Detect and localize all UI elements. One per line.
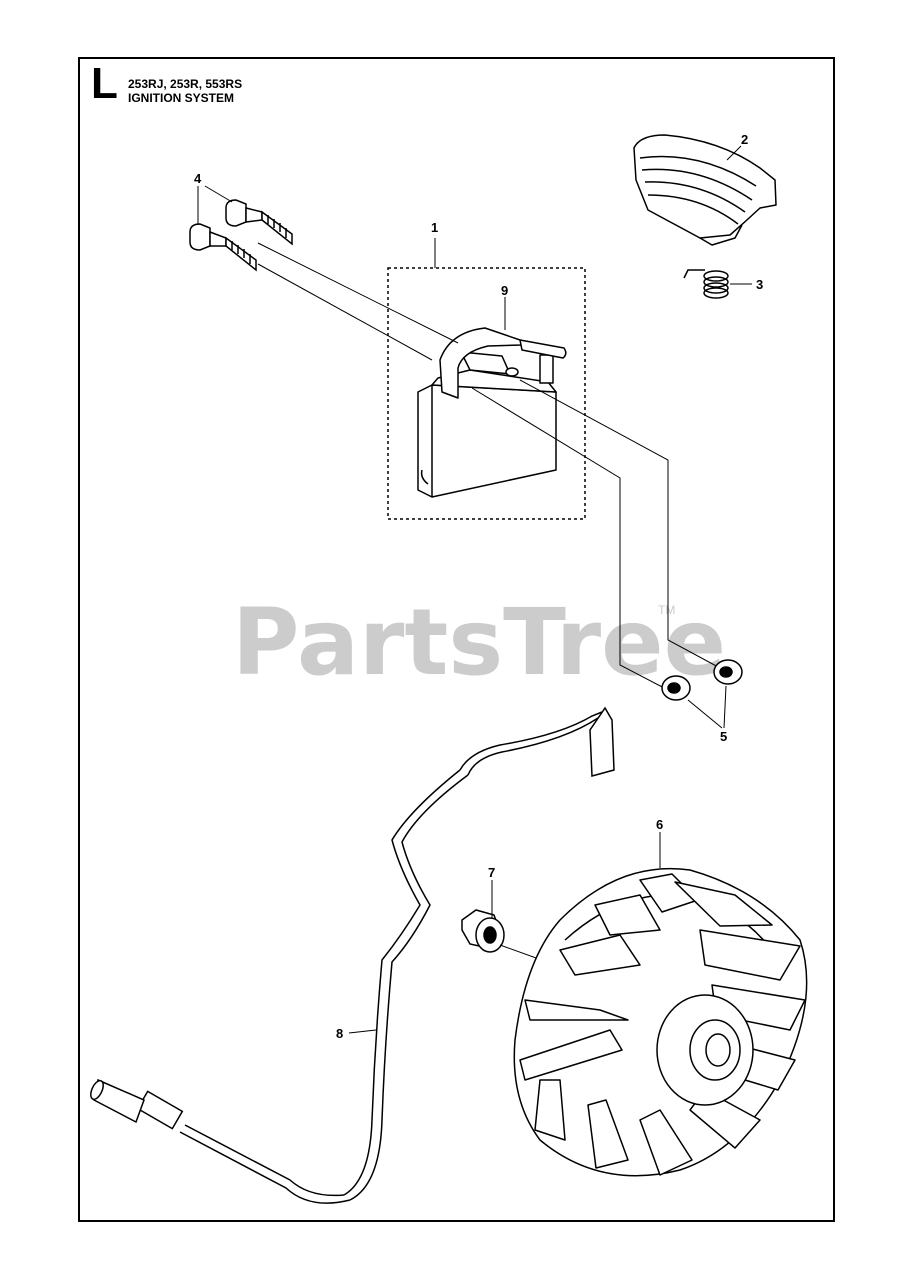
screw-lower[interactable]	[189, 223, 257, 272]
callout-4: 4	[194, 171, 202, 186]
screw-upper[interactable]	[225, 199, 293, 246]
spring-part[interactable]	[683, 269, 729, 299]
callout-6: 6	[656, 817, 663, 832]
leader-5b	[723, 685, 727, 729]
leader-2	[726, 145, 742, 161]
ignition-module[interactable]	[417, 327, 567, 498]
watermark-trademark: TM	[658, 603, 675, 617]
callout-5: 5	[720, 729, 727, 744]
callout-1: 1	[431, 220, 438, 235]
ignition-module-group-box	[387, 267, 586, 520]
assembly-lines	[257, 242, 721, 691]
cover-part[interactable]	[633, 134, 777, 246]
callout-7: 7	[488, 865, 495, 880]
ignition-wire[interactable]	[88, 706, 615, 1204]
leader-5a	[687, 699, 723, 729]
callout-2: 2	[741, 132, 748, 147]
callout-8: 8	[336, 1026, 343, 1041]
callout-3: 3	[756, 277, 763, 292]
section-letter: L	[91, 59, 118, 108]
flywheel[interactable]	[513, 867, 808, 1177]
leader-8	[348, 1029, 377, 1034]
callout-9: 9	[501, 283, 508, 298]
flywheel-nut[interactable]	[461, 909, 505, 953]
watermark-text: PartsTree	[232, 589, 726, 696]
diagram-frame	[78, 57, 835, 1222]
leader-4a	[204, 185, 233, 203]
model-list: 253RJ, 253R, 553RS	[128, 77, 243, 91]
washer-right[interactable]	[713, 659, 743, 685]
diagram-title: IGNITION SYSTEM	[128, 91, 235, 105]
washer-left[interactable]	[661, 675, 691, 701]
